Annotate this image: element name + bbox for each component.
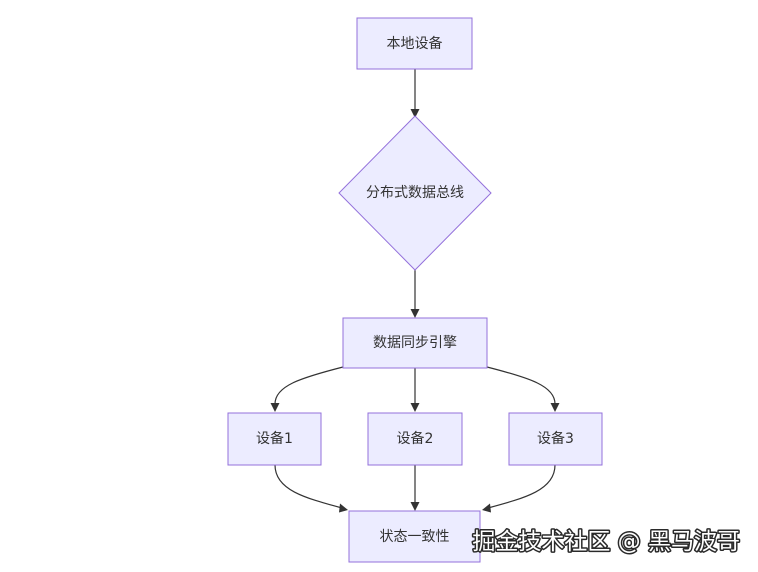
arrowhead-icon — [482, 503, 491, 513]
node-box — [342, 317, 488, 369]
node-box — [356, 17, 473, 70]
edge-engine-to-device-1 — [274, 366, 344, 405]
node-distributed-bus: 分布式数据总线 — [338, 115, 492, 271]
arrowhead-icon — [270, 403, 280, 412]
edge-device-3-to-consistency — [487, 464, 556, 509]
node-box — [227, 412, 322, 466]
arrowhead-icon — [550, 403, 560, 412]
edge-device-1-to-consistency — [274, 464, 343, 509]
node-label: 设备2 — [397, 430, 434, 447]
arrowhead-icon — [339, 503, 348, 513]
node-box — [508, 412, 603, 466]
node-label: 设备3 — [537, 430, 574, 447]
arrowhead-icon — [410, 309, 420, 318]
watermark-text: 掘金技术社区 @ 黑马波哥 — [472, 529, 740, 555]
node-label: 设备1 — [256, 430, 293, 447]
edges — [270, 69, 560, 513]
edge-engine-to-device-3 — [486, 366, 556, 405]
node-device-3: 设备3 — [508, 412, 603, 466]
arrowhead-icon — [410, 109, 420, 118]
arrowhead-icon — [410, 403, 420, 412]
node-device-2: 设备2 — [367, 412, 463, 466]
node-box — [367, 412, 463, 466]
node-consistency: 状态一致性 — [348, 510, 481, 563]
arrowhead-icon — [410, 502, 420, 511]
node-sync-engine: 数据同步引擎 — [342, 317, 488, 369]
node-label: 数据同步引擎 — [373, 335, 457, 351]
node-label: 本地设备 — [387, 35, 443, 52]
node-box — [348, 510, 481, 563]
node-local-device: 本地设备 — [356, 17, 473, 70]
node-device-1: 设备1 — [227, 412, 322, 466]
node-label: 状态一致性 — [380, 529, 450, 545]
decision-diamond — [338, 115, 492, 271]
node-label: 分布式数据总线 — [366, 185, 464, 201]
